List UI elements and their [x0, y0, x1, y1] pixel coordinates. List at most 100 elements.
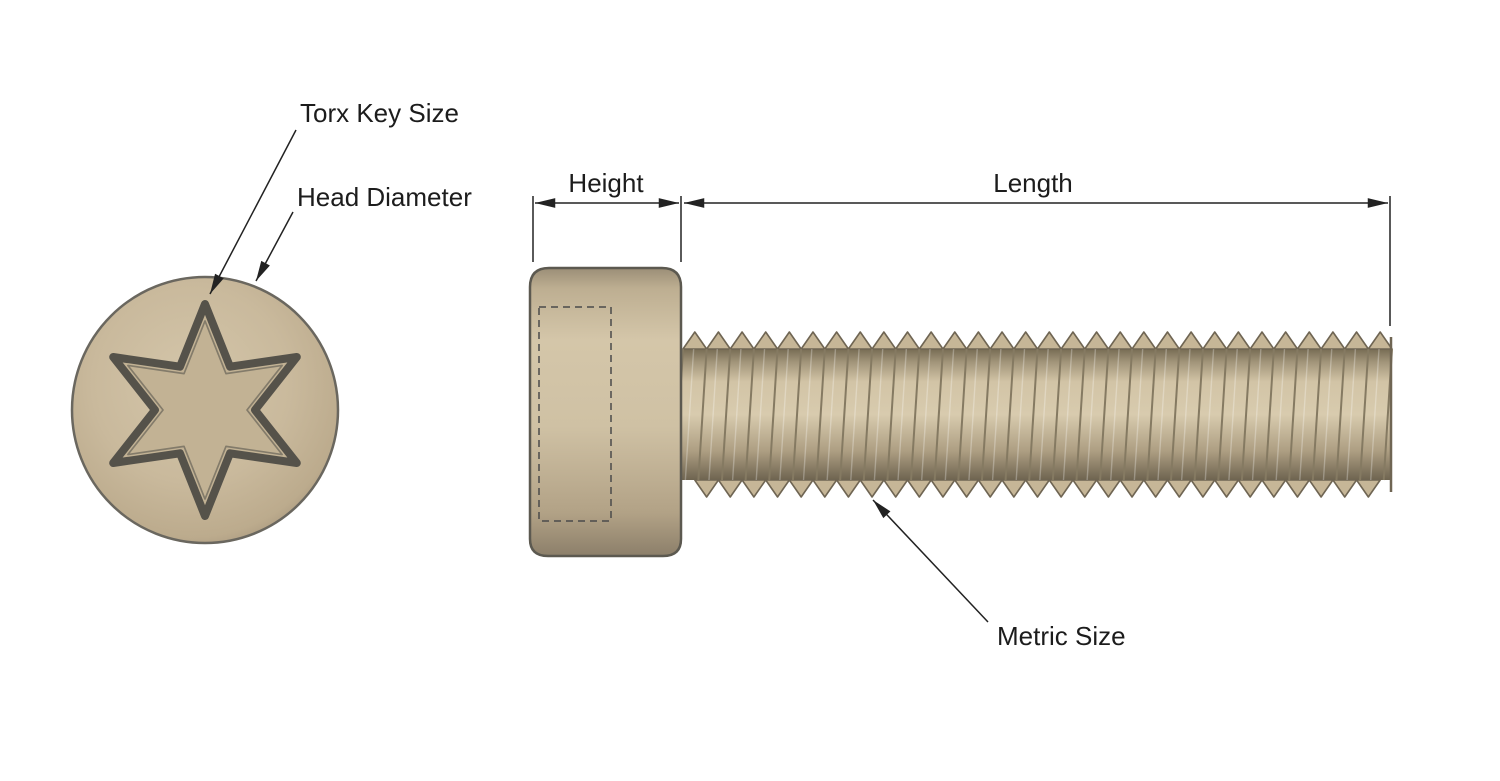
thread-tooth — [1190, 479, 1216, 498]
thread-flank-line — [1217, 348, 1228, 481]
thread-tooth — [953, 479, 980, 498]
thread-tooth — [1343, 331, 1370, 350]
thread-flank-line — [1322, 348, 1333, 481]
thread-flank-line — [1393, 348, 1404, 481]
thread-flank-line — [1110, 348, 1120, 481]
thread-flank-line — [755, 348, 766, 481]
thread-tooth — [729, 331, 755, 350]
torx-socket-floor-outline — [127, 320, 283, 500]
thread-flank-line — [1157, 348, 1168, 481]
thread-tooth — [753, 331, 779, 350]
thread-tooth — [894, 331, 921, 350]
thread-flank-line — [1039, 348, 1049, 481]
thread-tooth — [859, 479, 885, 498]
thread-tooth — [1367, 331, 1393, 350]
thread-tooth — [1273, 331, 1299, 350]
thread-flank-line — [944, 348, 955, 481]
thread-flank-line — [1311, 348, 1323, 481]
thread-flank-line — [1062, 348, 1073, 481]
thread-tooth — [1154, 331, 1181, 350]
thread-flank-line — [968, 348, 978, 481]
thread-flank-line — [1228, 348, 1238, 481]
thread-tooth — [977, 479, 1003, 498]
thread-tooth — [694, 479, 720, 498]
leader-lines — [209, 129, 989, 623]
hidden-socket-dashed-outline — [538, 306, 612, 522]
thread-flank-line — [886, 348, 897, 481]
thread-flank-line — [1299, 348, 1309, 481]
thread-flank-line — [1359, 348, 1370, 481]
thread-flank-line — [1133, 348, 1144, 481]
head-diameter-leader-line — [255, 211, 294, 282]
thread-tooth — [1261, 479, 1287, 498]
thread-flank-line — [933, 348, 944, 481]
thread-tooth — [1143, 479, 1169, 498]
thread-flank-line — [850, 348, 860, 481]
thread-tooth — [1131, 331, 1157, 350]
thread-flank-line — [873, 348, 884, 481]
thread-tooth — [835, 479, 862, 498]
torx-socket-outline — [109, 300, 301, 520]
thread-flank-line — [815, 348, 826, 481]
thread-tooth — [717, 479, 743, 498]
thread-tooth — [906, 479, 932, 498]
thread-flank-line — [1346, 348, 1357, 481]
thread-flank-line — [980, 348, 992, 481]
thread-flank-line — [920, 348, 931, 481]
thread-flank-line — [1193, 348, 1204, 481]
thread-tooth — [1013, 331, 1039, 350]
thread-flank-line — [768, 348, 779, 481]
thread-tooth — [847, 331, 873, 350]
thread-tooth — [930, 479, 956, 498]
thread-flank-line — [862, 348, 874, 481]
thread-flank-line — [1086, 348, 1097, 481]
thread-tooth — [989, 331, 1015, 350]
shaft-threads — [673, 331, 1404, 498]
torx-key-size-label: Torx Key Size — [300, 98, 459, 128]
thread-flank-line — [826, 348, 837, 481]
torx-key-size-leader-line — [209, 129, 297, 295]
thread-flank-line — [1015, 348, 1026, 481]
thread-tooth — [1178, 331, 1204, 350]
thread-tooth — [1060, 331, 1086, 350]
thread-tooth — [1048, 479, 1074, 498]
thread-tooth — [705, 331, 732, 350]
thread-flank-line — [1275, 348, 1286, 481]
thread-flank-line — [779, 348, 789, 481]
thread-tooth — [1107, 331, 1133, 350]
thread-tooth — [741, 479, 767, 498]
dimension-lines — [532, 196, 1391, 326]
thread-tooth — [1024, 479, 1051, 498]
thread-tooth — [1249, 331, 1275, 350]
thread-flank-line — [791, 348, 803, 481]
thread-tooth — [800, 331, 826, 350]
thread-flank-line — [1122, 348, 1134, 481]
thread-tooth — [682, 331, 708, 350]
thread-tooth — [918, 331, 944, 350]
thread-flank-line — [1251, 348, 1262, 481]
thread-flank-line — [1180, 348, 1191, 481]
thread-flank-line — [1204, 348, 1215, 481]
thread-tooth — [965, 331, 992, 350]
thread-flank-line — [1288, 348, 1299, 481]
screw-head-side-view — [528, 266, 683, 558]
thread-tooth — [788, 479, 814, 498]
thread-tooth — [1355, 479, 1381, 498]
thread-tooth — [764, 479, 791, 498]
thread-flank-line — [708, 348, 718, 481]
length-label: Length — [993, 168, 1073, 198]
thread-flank-line — [684, 348, 695, 481]
thread-tooth — [1284, 479, 1311, 498]
thread-flank-line — [1370, 348, 1380, 481]
thread-tooth — [883, 479, 909, 498]
thread-tooth — [1095, 479, 1122, 498]
thread-flank-line — [897, 348, 908, 481]
thread-flank-line — [802, 348, 813, 481]
thread-tooth — [1001, 479, 1027, 498]
thread-flank-line — [1170, 348, 1181, 481]
thread-tooth — [1213, 479, 1240, 498]
thread-tooth — [942, 331, 968, 350]
thread-tooth — [871, 331, 897, 350]
screw-head-front-view — [70, 275, 340, 545]
